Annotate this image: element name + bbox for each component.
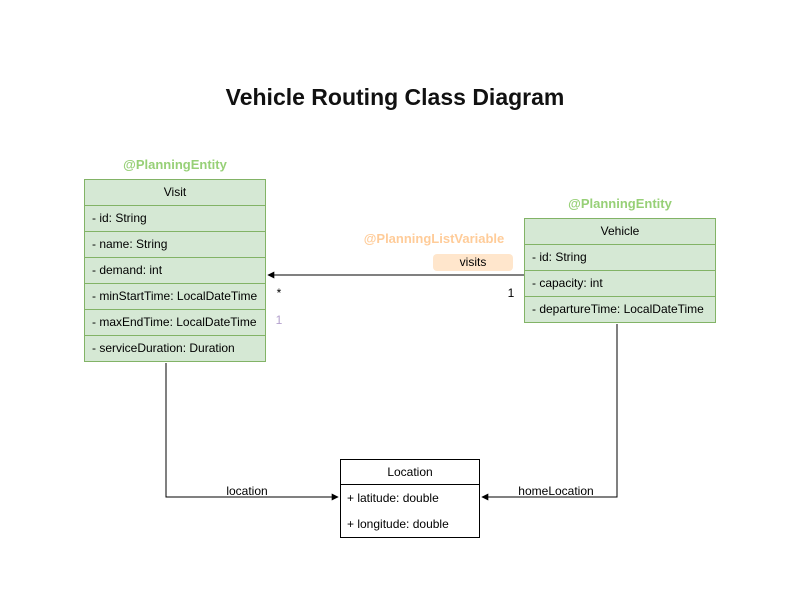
vehicle-attribute-departure-time: - departureTime: LocalDateTime	[532, 302, 704, 316]
location-class-name: Location	[341, 460, 479, 485]
visit-attribute-demand: - demand: int	[85, 258, 265, 284]
visit-class-box[interactable]: Visit - id: String - name: String - dema…	[84, 179, 266, 362]
visit-attribute-min-start-time: - minStartTime: LocalDateTime	[85, 284, 265, 310]
vehicle-attribute-capacity: - capacity: int	[525, 271, 715, 297]
vehicle-attribute-id: - id: String	[525, 245, 715, 271]
visit-attribute-service-duration: - serviceDuration: Duration	[92, 341, 235, 355]
vehicle-planning-entity-annotation: @PlanningEntity	[568, 196, 672, 211]
visits-target-multiplicity: *	[276, 286, 282, 300]
visit-attribute-name: - name: String	[85, 232, 265, 258]
visit-attribute-max-end-time: - maxEndTime: LocalDateTime	[85, 310, 265, 336]
location-attribute-latitude: + latitude: double	[347, 491, 439, 505]
home-location-edge-label[interactable]: homeLocation	[518, 484, 594, 498]
diagram-title: Vehicle Routing Class Diagram	[225, 84, 565, 110]
visit-planning-entity-annotation: @PlanningEntity	[123, 157, 227, 172]
planning-list-variable-annotation: @PlanningListVariable	[363, 231, 505, 246]
visits-source-multiplicity: 1	[507, 286, 515, 300]
visit-class-name: Visit	[85, 180, 265, 206]
home-location-edge[interactable]	[481, 324, 618, 501]
location-class-box[interactable]: Location + latitude: double + longitude:…	[340, 459, 480, 538]
visit-attribute-id: - id: String	[85, 206, 265, 232]
vehicle-class-name: Vehicle	[525, 219, 715, 245]
location-edge-label[interactable]: location	[226, 484, 268, 498]
visits-edge-label[interactable]: visits	[433, 254, 513, 271]
vehicle-class-box[interactable]: Vehicle - id: String - capacity: int - d…	[524, 218, 716, 323]
location-edge[interactable]	[165, 363, 339, 501]
visits-shadow-multiplicity: 1	[275, 313, 283, 327]
location-attribute-longitude: + longitude: double	[347, 517, 449, 531]
